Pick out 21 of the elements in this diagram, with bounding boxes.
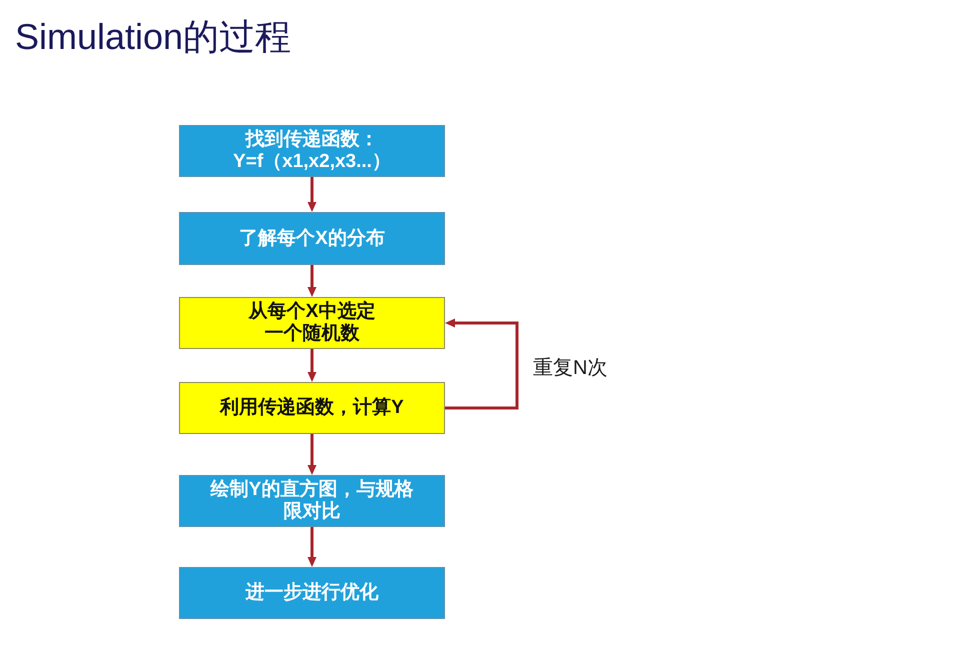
arrow — [308, 177, 316, 212]
process-box — [179, 475, 445, 527]
process-box — [179, 125, 445, 177]
step-text: 利用传递函数，计算Y — [220, 397, 404, 419]
arrow — [308, 527, 316, 567]
step-text: Y=f（x1,x2,x3...） — [233, 151, 391, 173]
arrow — [308, 349, 316, 382]
arrow — [308, 265, 316, 297]
step-text: 找到传递函数： — [246, 129, 378, 151]
edge-label: 重复N次 — [531, 356, 610, 380]
process-box — [179, 567, 445, 619]
process-box — [179, 382, 445, 434]
arrow — [308, 434, 316, 475]
step-text: 从每个X中选定一个随机数 — [247, 301, 376, 345]
step-text: 进一步进行优化 — [246, 582, 378, 604]
process-box — [179, 297, 445, 349]
step-text: 绘制Y的直方图，与规格限对比 — [209, 479, 414, 523]
step-text: 了解每个X的分布 — [239, 228, 385, 250]
arrow — [445, 318, 518, 410]
process-box — [179, 212, 445, 265]
title: Simulation的过程 — [15, 16, 292, 58]
